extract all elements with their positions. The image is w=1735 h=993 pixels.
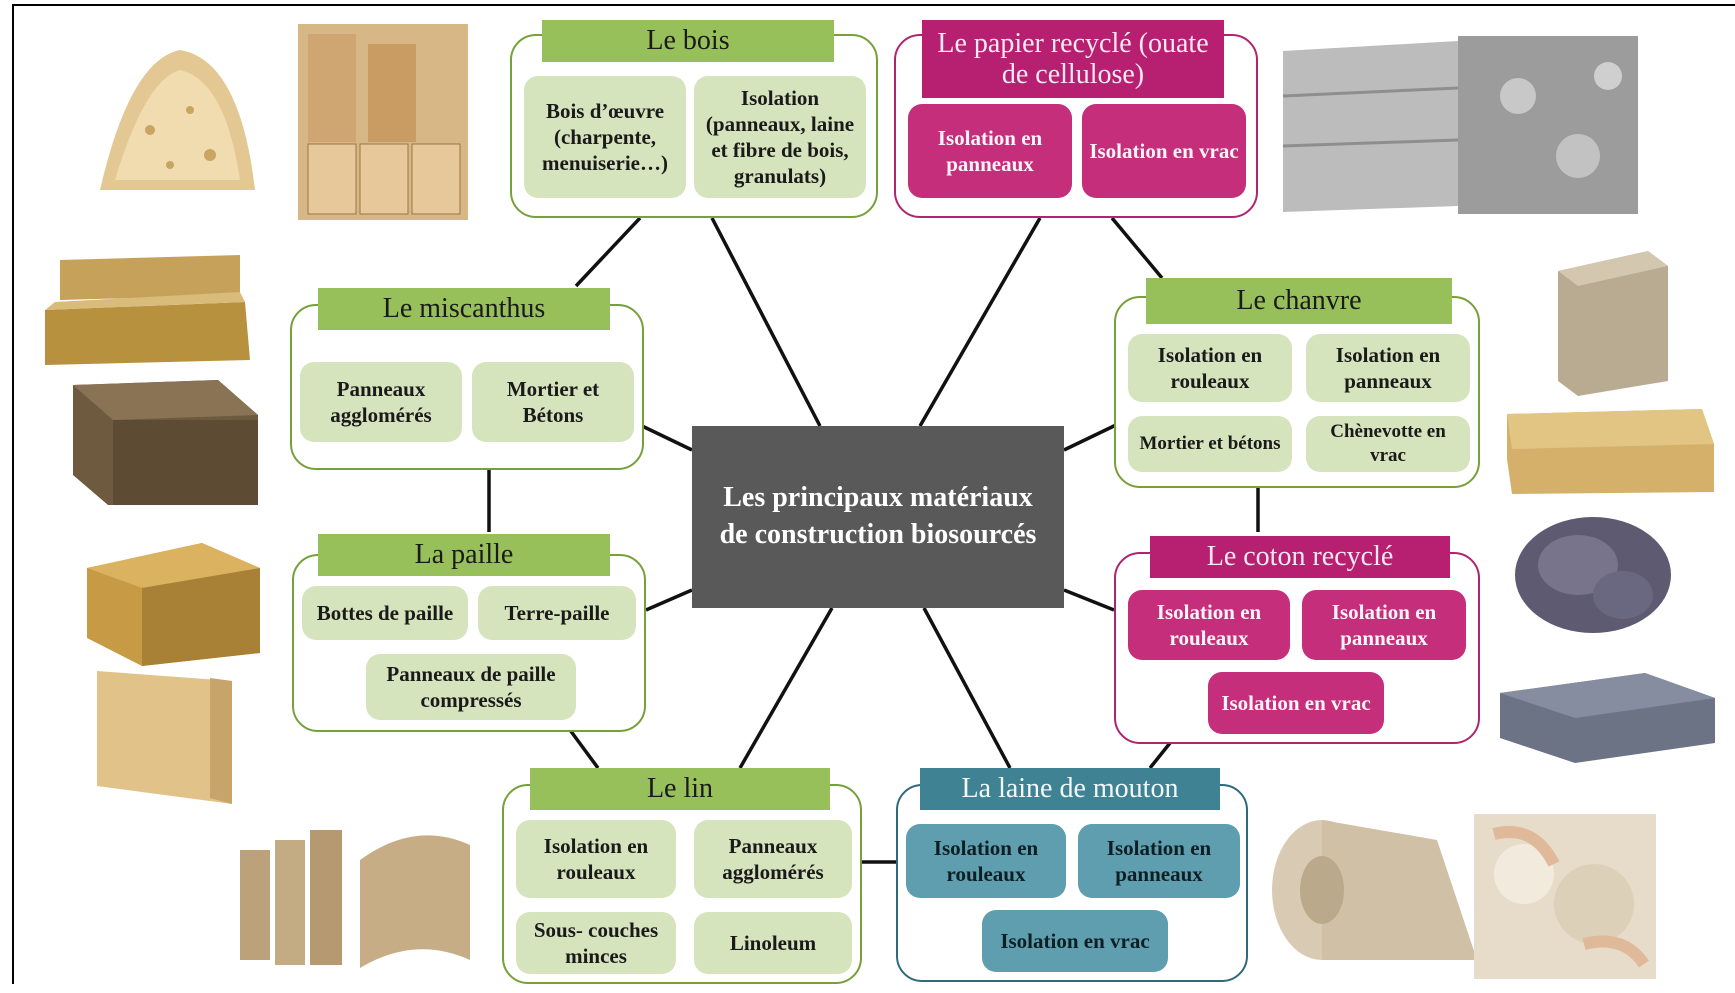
miscanthus-item-panneaux: Panneaux agglomérés xyxy=(300,362,462,442)
central-title: Les principaux matériaux de construction… xyxy=(692,426,1064,608)
recycled-cotton-panels-image xyxy=(1500,673,1715,763)
group-lin: Le lin Isolation en rouleaux Panneaux ag… xyxy=(502,768,862,984)
hemp-blocks-image xyxy=(1558,251,1668,396)
group-lin-title: Le lin xyxy=(530,768,830,810)
hemp-panel-image xyxy=(1507,409,1714,494)
miscanthus-panels-image xyxy=(45,255,250,365)
connector-chanvre xyxy=(1063,423,1117,452)
paille-item-bottes: Bottes de paille xyxy=(302,586,468,640)
laine-item-rouleaux: Isolation en rouleaux xyxy=(906,824,1066,898)
diagram-frame xyxy=(12,4,1735,984)
group-bois: Le bois Bois d’œuvre (charpente, menuise… xyxy=(510,20,878,218)
lin-item-rouleaux: Isolation en rouleaux xyxy=(516,820,676,898)
sheep-wool-roll-image xyxy=(1272,820,1477,960)
coton-item-vrac: Isolation en vrac xyxy=(1208,672,1384,734)
lin-item-souscouches: Sous- couches minces xyxy=(516,912,676,974)
lin-item-panneaux: Panneaux agglomérés xyxy=(694,820,852,898)
paille-item-terre: Terre-paille xyxy=(478,586,636,640)
connector-papier xyxy=(918,217,1042,427)
laine-item-panneaux: Isolation en panneaux xyxy=(1078,824,1240,898)
group-coton-title: Le coton recyclé xyxy=(1150,536,1450,578)
recycled-cotton-fiber-image xyxy=(1515,517,1671,633)
connector-paille-lin xyxy=(568,728,600,770)
group-coton: Le coton recyclé Isolation en rouleaux I… xyxy=(1114,536,1480,744)
paille-item-panneaux: Panneaux de paille compressés xyxy=(366,654,576,720)
chanvre-item-chenevotte: Chènevotte en vrac xyxy=(1306,416,1470,472)
group-paille: La paille Bottes de paille Terre-paille … xyxy=(292,534,646,732)
lumber-stack-image xyxy=(298,24,468,220)
bois-item-oeuvre: Bois d’œuvre (charpente, menuiserie…) xyxy=(524,76,686,198)
connector-bois-miscanthus xyxy=(574,216,642,288)
coton-item-rouleaux: Isolation en rouleaux xyxy=(1128,590,1290,660)
connector-paille xyxy=(645,588,693,612)
group-papier: Le papier recyclé (ouate de cellulose) I… xyxy=(894,20,1258,218)
connector-miscanthus xyxy=(639,423,693,452)
group-paille-title: La paille xyxy=(318,534,610,576)
chanvre-item-panneaux: Isolation en panneaux xyxy=(1306,334,1470,402)
papier-item-vrac: Isolation en vrac xyxy=(1082,104,1246,198)
group-miscanthus: Le miscanthus Panneaux agglomérés Mortie… xyxy=(290,288,644,470)
connector-coton-laine xyxy=(1148,741,1172,770)
straw-bale-image xyxy=(87,543,260,666)
group-laine-title: La laine de mouton xyxy=(920,768,1220,810)
coton-item-panneaux: Isolation en panneaux xyxy=(1302,590,1466,660)
lin-item-linoleum: Linoleum xyxy=(694,912,852,974)
group-chanvre: Le chanvre Isolation en rouleaux Isolati… xyxy=(1114,278,1480,488)
sawdust-pile-image xyxy=(100,50,255,190)
connector-bois xyxy=(710,217,822,427)
connector-lin xyxy=(738,607,834,769)
miscanthus-item-mortier: Mortier et Bétons xyxy=(472,362,634,442)
chanvre-item-mortier: Mortier et bétons xyxy=(1128,416,1292,472)
cellulose-insulation-image xyxy=(1282,36,1638,214)
group-chanvre-title: Le chanvre xyxy=(1146,278,1452,324)
connector-coton xyxy=(1063,588,1115,612)
bois-item-isolation: Isolation (panneaux, laine et fibre de b… xyxy=(694,76,866,198)
group-miscanthus-title: Le miscanthus xyxy=(318,288,610,330)
sheep-wool-fleece-image xyxy=(1474,814,1656,979)
straw-panel-image xyxy=(97,671,232,804)
group-bois-title: Le bois xyxy=(542,20,834,62)
papier-item-panneaux: Isolation en panneaux xyxy=(908,104,1072,198)
connector-laine xyxy=(922,607,1012,769)
laine-item-vrac: Isolation en vrac xyxy=(982,910,1168,972)
connector-papier-chanvre xyxy=(1110,216,1164,280)
flax-panels-image xyxy=(240,830,470,968)
miscanthus-block-image xyxy=(73,380,258,505)
group-papier-title: Le papier recyclé (ouate de cellulose) xyxy=(922,20,1224,98)
chanvre-item-rouleaux: Isolation en rouleaux xyxy=(1128,334,1292,402)
group-laine: La laine de mouton Isolation en rouleaux… xyxy=(896,768,1248,982)
